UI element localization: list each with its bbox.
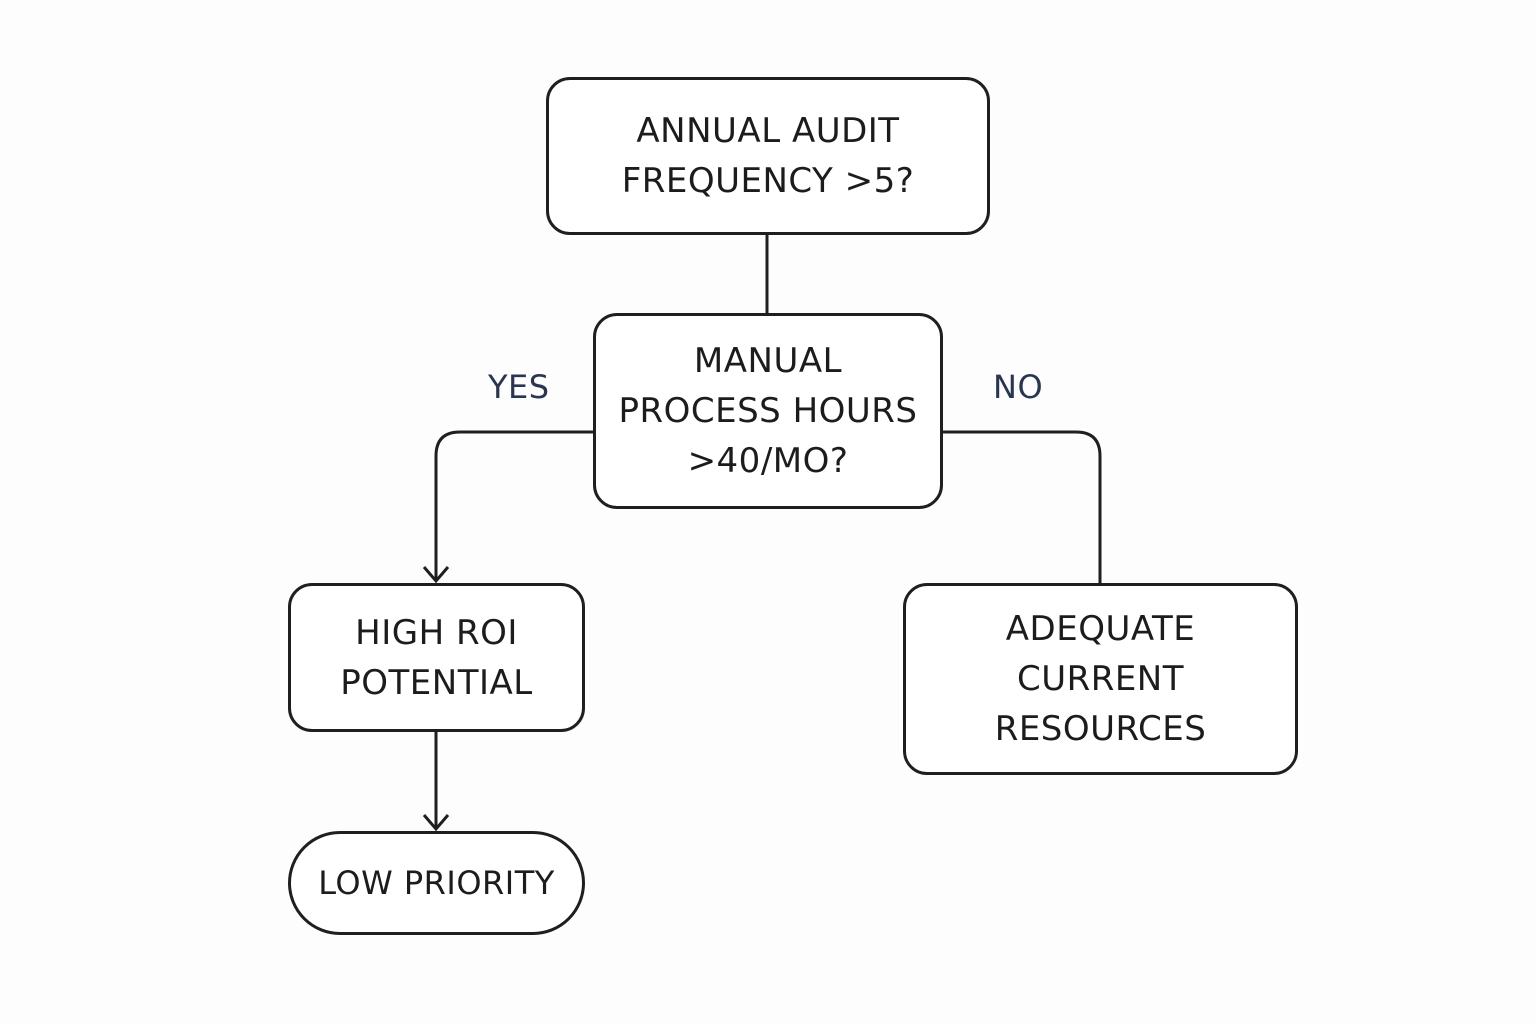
node-low-priority: LOW PRIORITY <box>288 831 585 935</box>
node-manual-process-hours: MANUAL PROCESS HOURS >40/MO? <box>593 313 943 509</box>
branch-label-yes: YES <box>488 368 550 406</box>
node-adequate-current-resources: ADEQUATE CURRENT RESOURCES <box>903 583 1298 775</box>
node-label: MANUAL PROCESS HOURS >40/MO? <box>618 341 918 481</box>
node-annual-audit-frequency: ANNUAL AUDIT FREQUENCY >5? <box>546 77 990 235</box>
arrowhead-priority <box>422 814 450 832</box>
node-label: HIGH ROI POTENTIAL <box>340 612 533 703</box>
node-label: ADEQUATE CURRENT RESOURCES <box>994 609 1207 749</box>
connector-no-branch <box>942 430 1102 584</box>
arrowhead-yes <box>422 566 450 584</box>
node-label: LOW PRIORITY <box>318 864 555 902</box>
connector-yes-branch <box>434 430 594 580</box>
node-high-roi-potential: HIGH ROI POTENTIAL <box>288 583 585 732</box>
node-label: ANNUAL AUDIT FREQUENCY >5? <box>621 111 915 201</box>
branch-label-no: NO <box>993 368 1044 406</box>
